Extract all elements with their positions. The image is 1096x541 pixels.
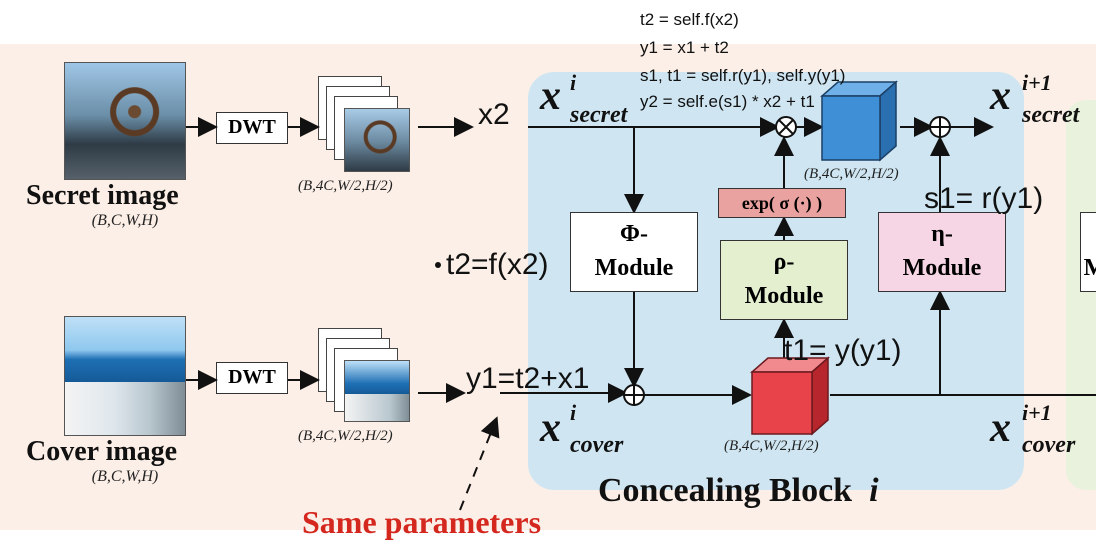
cover-image-dims: (B,C,W,H) xyxy=(91,468,159,485)
code-line-3: s1, t1 = self.r(y1), self.y(y1) xyxy=(640,66,846,85)
top-margin xyxy=(0,0,1096,44)
cover-dwt-box: DWT xyxy=(216,362,288,394)
x2-annotation: x2 xyxy=(478,98,510,131)
phi-module: Φ- Module xyxy=(570,212,698,292)
rho-module-symbol: ρ- xyxy=(773,249,795,275)
connection-lines xyxy=(186,80,1096,511)
cover-image-thumbnail xyxy=(64,316,186,436)
eta-module: η- Module xyxy=(878,212,1006,292)
lower-cube-dims: (B,4C,W/2,H/2) xyxy=(724,438,819,454)
secret-image-thumbnail xyxy=(64,62,186,180)
cover-dwt-dims: (B,4C,W/2,H/2) xyxy=(298,428,393,444)
rho-module-label: Module xyxy=(744,283,824,309)
same-parameters-label: Same parameters xyxy=(302,504,542,540)
next-module-partial: M xyxy=(1080,212,1096,292)
secret-image-caption: Secret image xyxy=(26,180,179,211)
rho-module: ρ- Module xyxy=(720,240,848,320)
secret-dwt-box: DWT xyxy=(216,112,288,144)
exp-sigma-box: exp( σ (·) ) xyxy=(718,188,846,218)
eta-module-label: Module xyxy=(902,255,982,281)
secret-subband-image xyxy=(344,108,410,172)
code-line-2: y1 = x1 + t2 xyxy=(640,38,729,57)
y1-annotation: y1=t2+x1 xyxy=(466,362,590,395)
concealing-block-title: Concealing Block i xyxy=(598,472,879,509)
next-block-panel xyxy=(1066,100,1096,490)
code-line-4: y2 = self.e(s1) * x2 + t1 xyxy=(640,92,815,111)
upper-cube-dims: (B,4C,W/2,H/2) xyxy=(804,166,899,182)
code-line-1: t2 = self.f(x2) xyxy=(640,10,739,29)
phi-module-label: Module xyxy=(594,255,674,281)
t2-annotation: t2=f(x2) xyxy=(446,248,549,281)
s1-annotation: s1= r(y1) xyxy=(924,182,1044,215)
phi-module-symbol: Φ- xyxy=(620,221,648,247)
secret-dwt-dims: (B,4C,W/2,H/2) xyxy=(298,178,393,194)
eta-module-symbol: η- xyxy=(931,221,953,247)
next-module-letter: M xyxy=(1083,255,1096,281)
secret-image-dims: (B,C,W,H) xyxy=(91,212,159,229)
t1-annotation: t1= y(y1) xyxy=(784,334,902,367)
cover-subband-image xyxy=(344,360,410,422)
cover-image-caption: Cover image xyxy=(26,436,178,467)
